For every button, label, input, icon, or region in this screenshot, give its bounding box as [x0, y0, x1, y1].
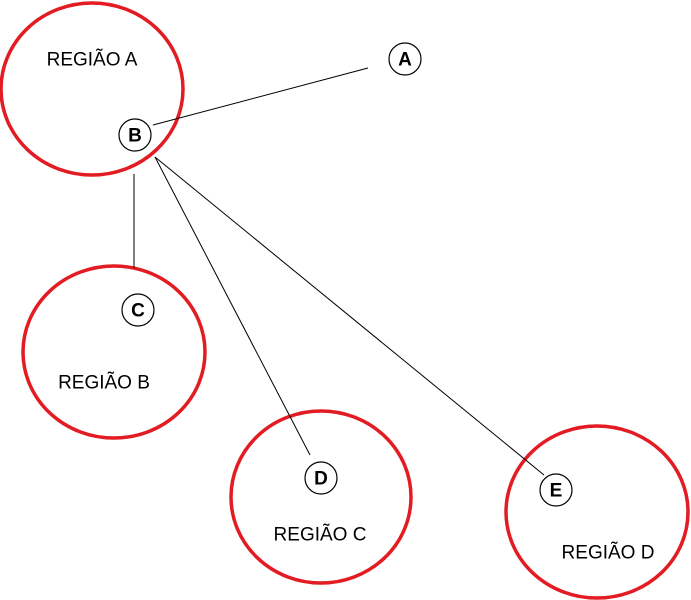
node-d-circle [304, 461, 338, 495]
connector-b-e [154, 156, 545, 476]
connector-b-a [152, 67, 369, 126]
region-d-label: REGIÃO D [562, 542, 655, 564]
node-b-circle [118, 118, 152, 152]
region-b-label: REGIÃO B [58, 372, 150, 394]
node-a-circle [388, 42, 422, 76]
region-d-circle [504, 424, 690, 600]
node-b-label: B [128, 126, 142, 147]
region-c-circle [229, 409, 413, 585]
region-b-circle [21, 264, 207, 440]
node-c-circle [121, 293, 155, 327]
region-c-label: REGIÃO C [274, 524, 367, 546]
node-c-label: C [131, 301, 145, 322]
region-a-circle [0, 1, 185, 177]
node-a-label: A [398, 50, 412, 71]
node-e-circle [539, 473, 573, 507]
region-a-label: REGIÃO A [47, 49, 138, 71]
connector-b-d [154, 156, 311, 456]
node-d-label: D [314, 469, 328, 490]
node-e-label: E [550, 481, 563, 502]
